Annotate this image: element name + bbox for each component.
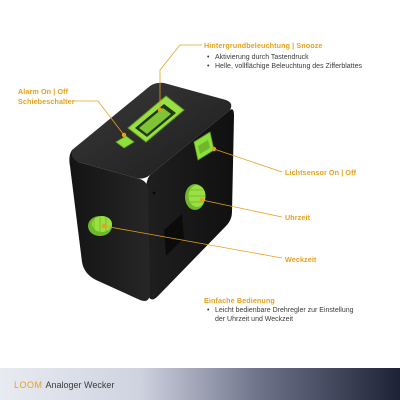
leader-dots <box>101 107 217 229</box>
leader-backlight <box>159 44 202 110</box>
dot-time <box>199 197 205 203</box>
backlight-bullet-2: Helle, vollflächige Beleuchtung des Ziff… <box>207 62 362 71</box>
snooze-button[interactable] <box>127 95 185 143</box>
time-title: Uhrzeit <box>285 213 311 222</box>
light-sensor-switch[interactable] <box>193 131 215 161</box>
alarm-title: Alarm On | Off <box>18 87 69 96</box>
operation-title: Einfache Bedienung <box>204 296 275 305</box>
backlight-bullet-1: Aktivierung durch Tastendruck <box>207 53 362 62</box>
operation-bullet-1: Leicht bedienbare Drehregler zur Einstel… <box>207 306 354 315</box>
alarm-time-knob[interactable] <box>88 216 112 236</box>
leader-alarm-time <box>103 225 283 259</box>
product-name: Analoger Wecker <box>45 380 115 390</box>
dot-alarm <box>121 132 127 138</box>
backlight-title: Hintergrundbeleuchtung | Snooze <box>204 41 323 50</box>
operation-bullets: Leicht bedienbare Drehregler zur Einstel… <box>207 306 354 324</box>
brand-name: LOOM <box>14 380 43 390</box>
light-sensor-title: Lichtsensor On | Off <box>285 168 357 177</box>
alarm-subtitle: Schiebeschalter <box>18 97 75 106</box>
dot-alarm-time <box>101 223 107 229</box>
leader-lines <box>73 44 283 259</box>
leader-time <box>201 199 283 218</box>
alarm-slide-switch[interactable] <box>115 135 135 149</box>
dot-backlight <box>157 107 163 113</box>
time-knob[interactable] <box>185 184 206 210</box>
leader-alarm <box>73 100 125 136</box>
backlight-bullets: Aktivierung durch Tastendruck Helle, vol… <box>207 53 362 71</box>
clock-hole <box>152 191 156 195</box>
dot-light-sensor <box>211 146 217 152</box>
clock-slot <box>164 214 184 256</box>
leader-light-sensor <box>213 148 283 173</box>
alarm-time-title: Weckzeit <box>285 255 317 264</box>
operation-bullet-2: der Uhrzeit und Weckzeit <box>215 316 294 323</box>
